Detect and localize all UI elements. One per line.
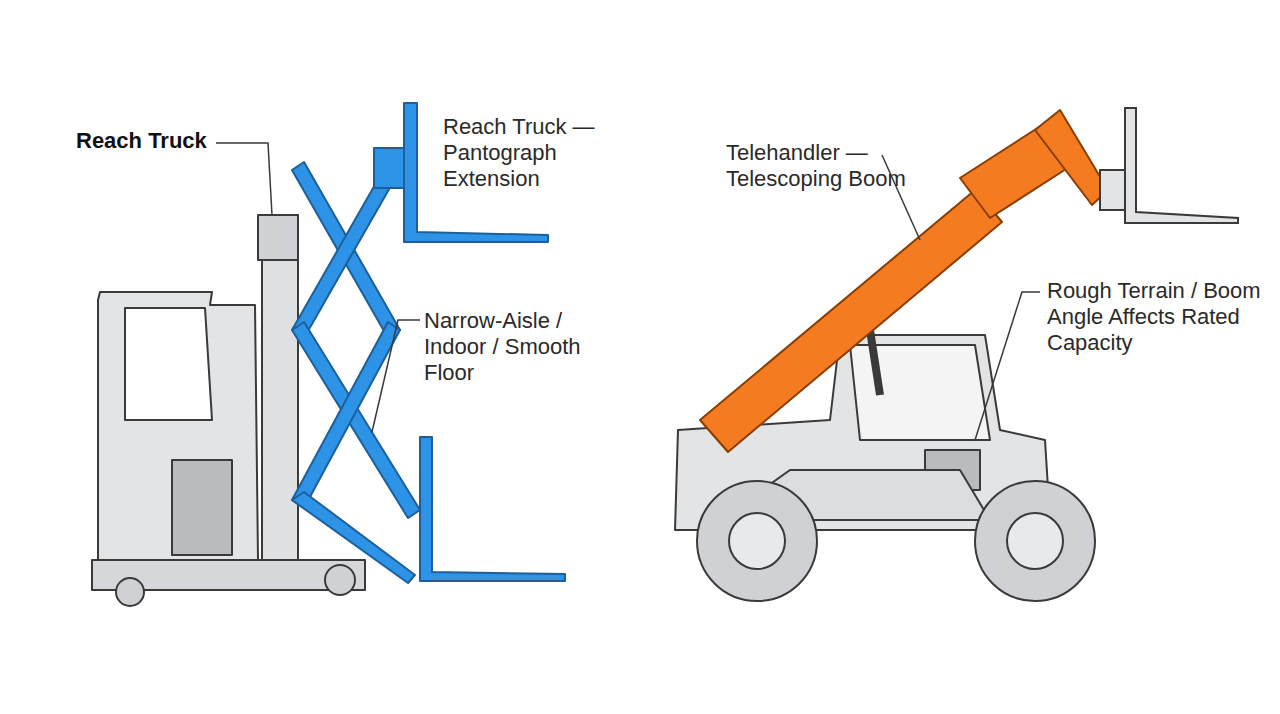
- scissor-arm: [292, 322, 400, 508]
- part-label: Narrow-Aisle / Indoor / Smooth Floor: [424, 308, 584, 386]
- scissor-arm: [292, 492, 415, 583]
- part-label: Rough Terrain / Boom Angle Affects Rated…: [1047, 278, 1262, 356]
- fork: [420, 437, 565, 581]
- leader-line: [216, 143, 272, 215]
- part-label: Telehandler — Telescoping Boom: [726, 140, 926, 192]
- fork-carriage: [374, 148, 404, 188]
- mast-head: [258, 215, 298, 260]
- wheel-hub: [729, 513, 785, 569]
- scissor-arm: [292, 322, 420, 518]
- battery-panel: [172, 460, 232, 555]
- telehandler-forks: [1100, 108, 1238, 223]
- wheel: [975, 481, 1095, 601]
- mast: [262, 258, 298, 560]
- boom-head: [1035, 110, 1108, 205]
- fork: [1125, 108, 1238, 223]
- leader-lines: [216, 143, 1040, 440]
- cab-window: [125, 308, 212, 420]
- fork-carriage: [1100, 170, 1125, 210]
- part-label: Reach Truck: [76, 128, 226, 154]
- wheel: [697, 481, 817, 601]
- wheel-hub: [1007, 513, 1063, 569]
- telescoping-boom: [700, 110, 1108, 452]
- boom-section: [700, 190, 1002, 452]
- leader-line: [975, 292, 1040, 440]
- telehandler: [675, 330, 1095, 601]
- load-wheel: [325, 565, 355, 595]
- lift-cylinder: [870, 330, 880, 395]
- leader-line: [372, 320, 420, 432]
- truck-cab: [98, 292, 258, 560]
- drive-wheel: [116, 578, 144, 606]
- part-label: Reach Truck — Pantograph Extension: [443, 114, 613, 192]
